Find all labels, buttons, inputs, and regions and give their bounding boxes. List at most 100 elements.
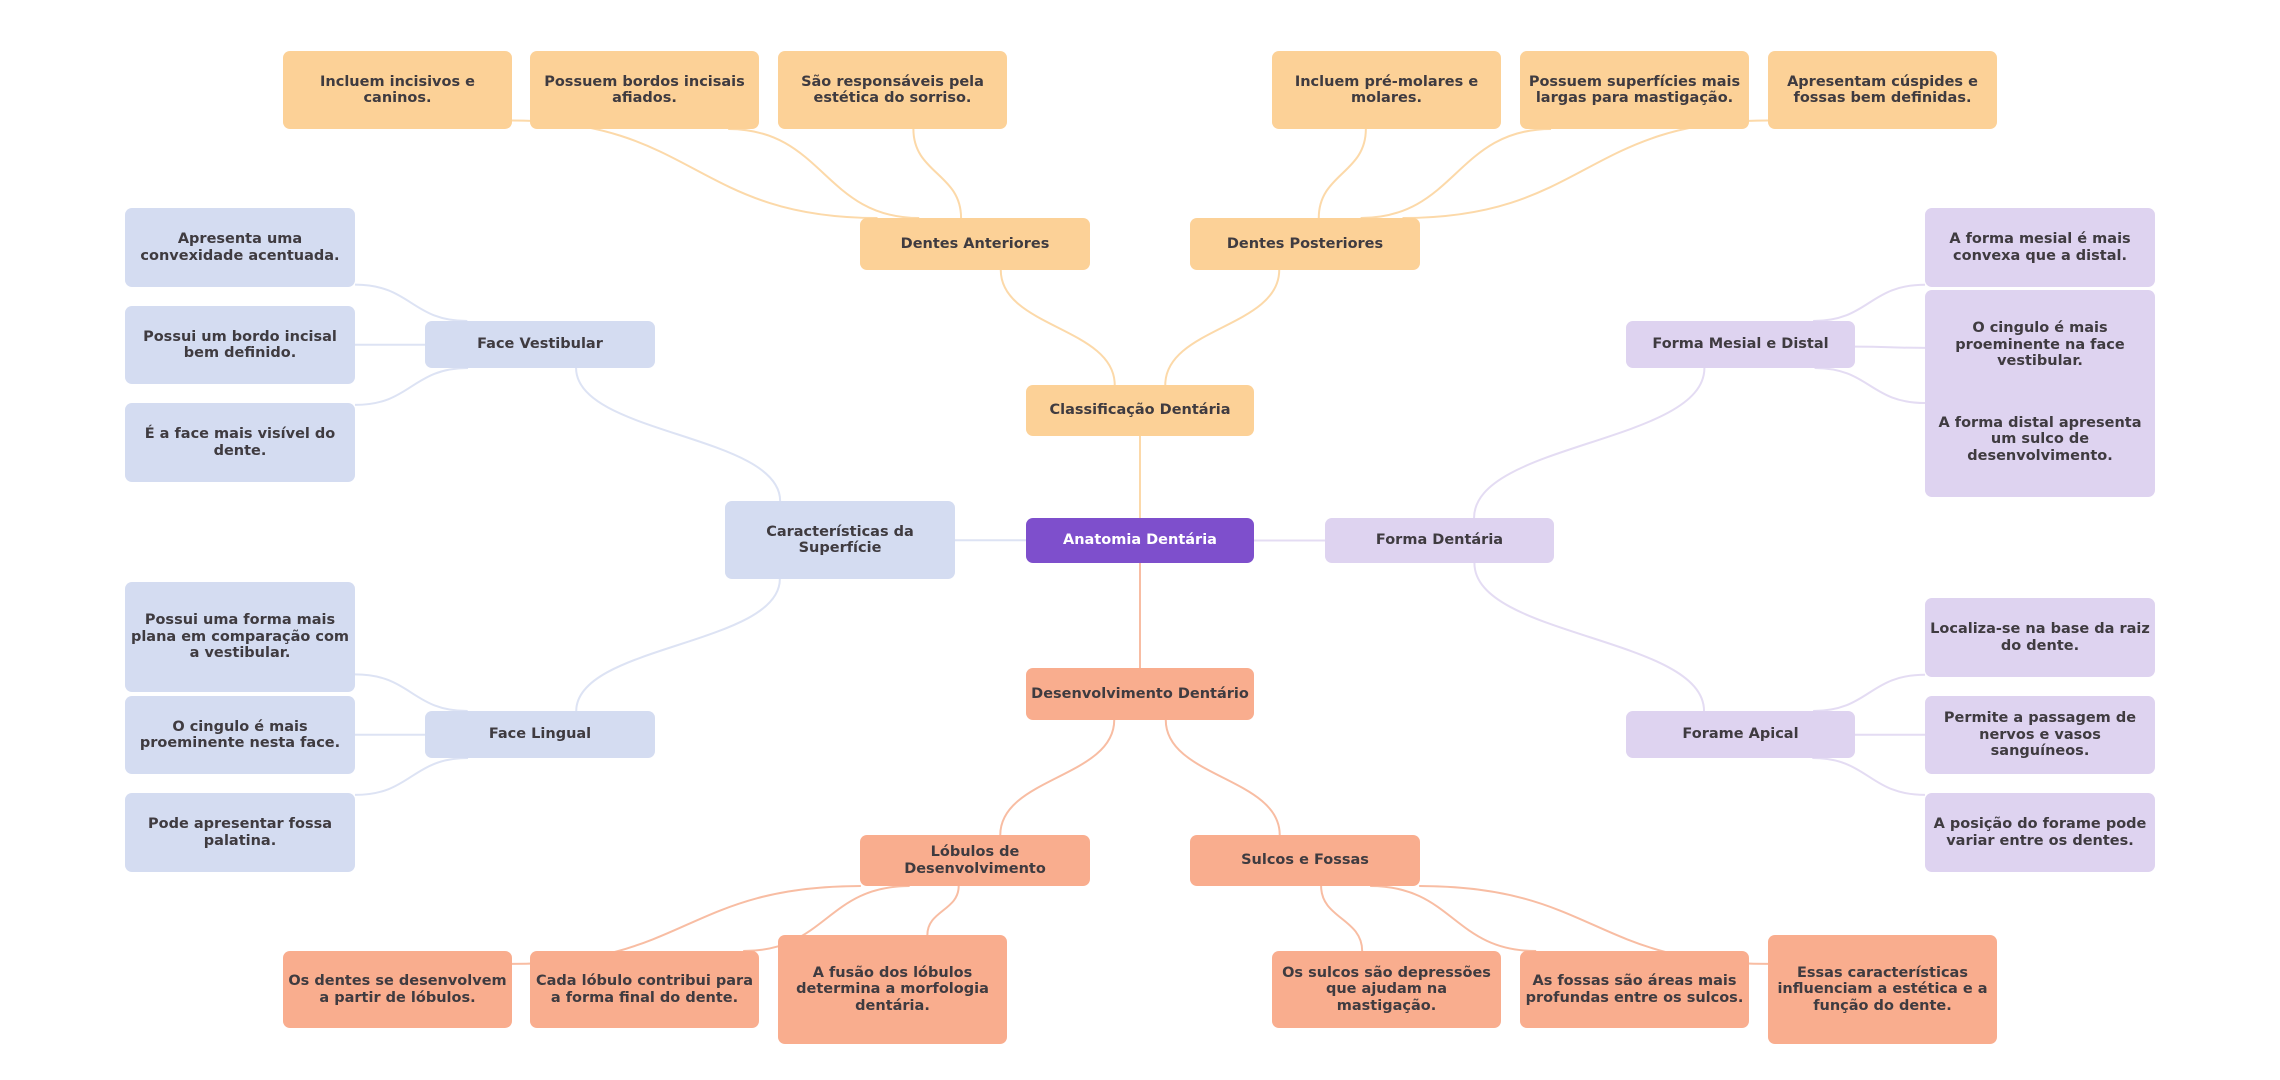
connector-post-p1: [1317, 128, 1367, 219]
leaf-node[interactable]: São responsáveis pela estética do sorris…: [778, 51, 1007, 129]
node-label: Possui um bordo incisal bem definido.: [143, 328, 337, 362]
leaf-node[interactable]: Apresenta uma convexidade acentuada.: [125, 208, 355, 287]
connector-sulc-s2: [1370, 885, 1537, 952]
connector-dev-lob: [999, 719, 1116, 836]
node-forame-apical[interactable]: Forame Apical: [1626, 711, 1855, 758]
connector-lob-d2: [743, 885, 910, 952]
connector-vest-v1: [354, 283, 468, 322]
node-lobulos-de-desenvolvimento[interactable]: Lóbulos de Desenvolvimento: [860, 835, 1090, 886]
leaf-node[interactable]: Possuem bordos incisais afiados.: [530, 51, 759, 129]
node-caracteristicas-da-superficie[interactable]: Características da Superfície: [725, 501, 955, 579]
connector-surf-ling: [575, 578, 781, 712]
node-label: O cingulo é mais proeminente nesta face.: [139, 718, 341, 752]
node-label: Forma Mesial e Distal: [1652, 336, 1829, 353]
node-label: Anatomia Dentária: [1063, 532, 1217, 549]
leaf-node[interactable]: Possuem superfícies mais largas para mas…: [1520, 51, 1749, 129]
node-label: Cada lóbulo contribui para a forma final…: [535, 973, 753, 1006]
connector-post-p3: [1402, 119, 1769, 219]
node-label: É a face mais visível do dente.: [144, 426, 336, 459]
node-label: Os sulcos são depressões que ajudam na m…: [1282, 964, 1491, 1014]
node-forma-dentaria[interactable]: Forma Dentária: [1325, 518, 1554, 563]
node-dentes-posteriores[interactable]: Dentes Posteriores: [1190, 218, 1420, 270]
connector-class-post: [1164, 269, 1281, 386]
node-label: Dentes Anteriores: [900, 235, 1050, 252]
node-label: Incluem incisivos e caninos.: [320, 73, 475, 107]
connector-dev-sulc: [1164, 719, 1281, 836]
node-forma-mesial-e-distal[interactable]: Forma Mesial e Distal: [1626, 321, 1855, 368]
connector-ant-a2: [728, 128, 920, 219]
leaf-node[interactable]: Incluem incisivos e caninos.: [283, 51, 512, 129]
connector-vest-v3: [354, 367, 469, 406]
leaf-node[interactable]: Os dentes se desenvolvem a partir de lób…: [283, 951, 512, 1028]
node-dentes-anteriores[interactable]: Dentes Anteriores: [860, 218, 1090, 270]
node-label: Essas características influenciam a esté…: [1777, 964, 1988, 1014]
node-label: Classificação Dentária: [1049, 402, 1231, 419]
node-label: Apresenta uma convexidade acentuada.: [140, 231, 340, 264]
node-label: A forma mesial é mais convexa que a dist…: [1949, 231, 2131, 264]
connector-ling-l3: [354, 757, 469, 796]
connector-apic-f1: [1813, 673, 1926, 712]
node-label: Os dentes se desenvolvem a partir de lób…: [288, 973, 507, 1006]
connector-ant-a1: [511, 119, 878, 219]
node-label: Possui uma forma mais plana em comparaçã…: [130, 612, 350, 662]
node-label: A posição do forame pode variar entre os…: [1933, 816, 2147, 849]
node-label: Dentes Posteriores: [1226, 235, 1384, 252]
leaf-node[interactable]: O cingulo é mais proeminente na face ves…: [1925, 290, 2155, 410]
root-node-anatomia-dentaria[interactable]: Anatomia Dentária: [1026, 518, 1254, 563]
leaf-node[interactable]: Apresentam cúspides e fossas bem definid…: [1768, 51, 1997, 129]
node-label: Características da Superfície: [766, 523, 914, 557]
leaf-node[interactable]: Os sulcos são depressões que ajudam na m…: [1272, 951, 1501, 1028]
node-face-lingual[interactable]: Face Lingual: [425, 711, 655, 758]
node-label: A fusão dos lóbulos determina a morfolog…: [796, 964, 989, 1014]
node-label: São responsáveis pela estética do sorris…: [801, 73, 984, 107]
node-label: Sulcos e Fossas: [1241, 852, 1369, 869]
connector-ling-l1: [354, 673, 468, 712]
node-label: O cingulo é mais proeminente na face ves…: [1955, 320, 2125, 369]
node-label: Possuem bordos incisais afiados.: [544, 73, 745, 107]
leaf-node[interactable]: É a face mais visível do dente.: [125, 403, 355, 482]
node-label: Desenvolvimento Dentário: [1031, 685, 1249, 702]
leaf-node[interactable]: Permite a passagem de nervos e vasos san…: [1925, 696, 2155, 774]
connector-forma-mes: [1473, 367, 1706, 519]
connector-post-p2: [1360, 128, 1552, 219]
leaf-node[interactable]: A posição do forame pode variar entre os…: [1925, 793, 2155, 872]
node-label: Localiza-se na base da raiz do dente.: [1930, 621, 2150, 654]
node-face-vestibular[interactable]: Face Vestibular: [425, 321, 655, 368]
node-label: Face Lingual: [488, 726, 592, 743]
connector-class-ant: [999, 269, 1116, 386]
node-label: Forma Dentária: [1375, 532, 1504, 549]
leaf-node[interactable]: Incluem pré-molares e molares.: [1272, 51, 1501, 129]
node-label: Apresentam cúspides e fossas bem definid…: [1787, 73, 1978, 107]
node-classificacao-dentaria[interactable]: Classificação Dentária: [1026, 385, 1254, 436]
node-label: As fossas são áreas mais profundas entre…: [1525, 973, 1744, 1006]
node-label: Possuem superfícies mais largas para mas…: [1528, 73, 1741, 107]
connector-mes-m1: [1813, 283, 1926, 322]
leaf-node[interactable]: Possui uma forma mais plana em comparaçã…: [125, 582, 355, 692]
connector-ant-a3: [912, 128, 963, 219]
node-label: Pode apresentar fossa palatina.: [147, 816, 333, 849]
leaf-node[interactable]: A forma mesial é mais convexa que a dist…: [1925, 208, 2155, 287]
leaf-node[interactable]: A fusão dos lóbulos determina a morfolog…: [778, 935, 1007, 1044]
connector-sulc-s1: [1320, 885, 1364, 952]
connector-forma-apic: [1473, 562, 1706, 712]
node-label: Permite a passagem de nervos e vasos san…: [1943, 710, 2137, 760]
node-desenvolvimento-dentario[interactable]: Desenvolvimento Dentário: [1026, 668, 1254, 720]
connector-surf-vest: [575, 367, 782, 502]
connector-lob-d3: [926, 885, 960, 936]
connector-mes-m3: [1814, 367, 1926, 405]
leaf-node[interactable]: Cada lóbulo contribui para a forma final…: [530, 951, 759, 1028]
node-label: A forma distal apresenta um sulco de des…: [1938, 414, 2142, 464]
node-label: Incluem pré-molares e molares.: [1294, 73, 1479, 107]
node-label: Face Vestibular: [477, 336, 603, 353]
leaf-node[interactable]: Localiza-se na base da raiz do dente.: [1925, 598, 2155, 677]
node-sulcos-e-fossas[interactable]: Sulcos e Fossas: [1190, 835, 1420, 886]
leaf-node[interactable]: O cingulo é mais proeminente nesta face.: [125, 696, 355, 774]
connector-mes-m2: [1854, 345, 1926, 349]
leaf-node[interactable]: Possui um bordo incisal bem definido.: [125, 306, 355, 384]
leaf-node[interactable]: As fossas são áreas mais profundas entre…: [1520, 951, 1749, 1028]
leaf-node[interactable]: Pode apresentar fossa palatina.: [125, 793, 355, 872]
connector-apic-f3: [1812, 757, 1926, 796]
node-label: Lóbulos de Desenvolvimento: [904, 844, 1046, 877]
leaf-node[interactable]: Essas características influenciam a esté…: [1768, 935, 1997, 1044]
